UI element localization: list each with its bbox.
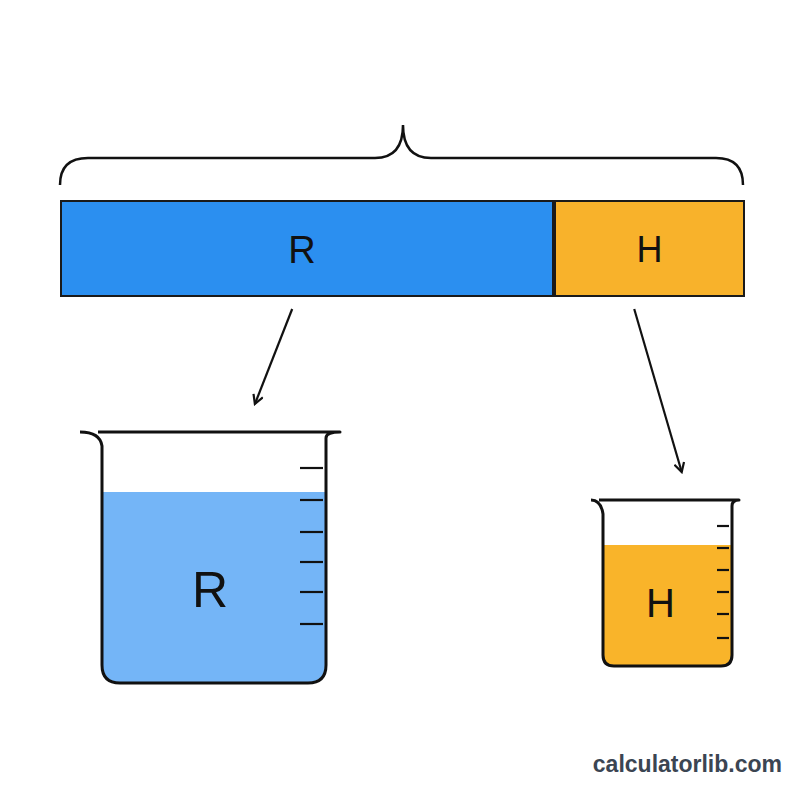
arrow-connector [634,309,682,472]
beaker: R [78,428,342,685]
node-label: R [192,565,228,615]
beaker: H [589,496,741,668]
watermark: calculatorlib.com [593,751,782,778]
node-label: H [646,583,675,623]
bar-segment: H [554,200,745,297]
bar-segment: R [60,200,554,297]
beaker-outline [78,428,342,685]
curly-brace [60,125,743,185]
node-label: H [637,232,663,268]
node-label: R [288,231,315,269]
arrow-connector [255,309,292,404]
